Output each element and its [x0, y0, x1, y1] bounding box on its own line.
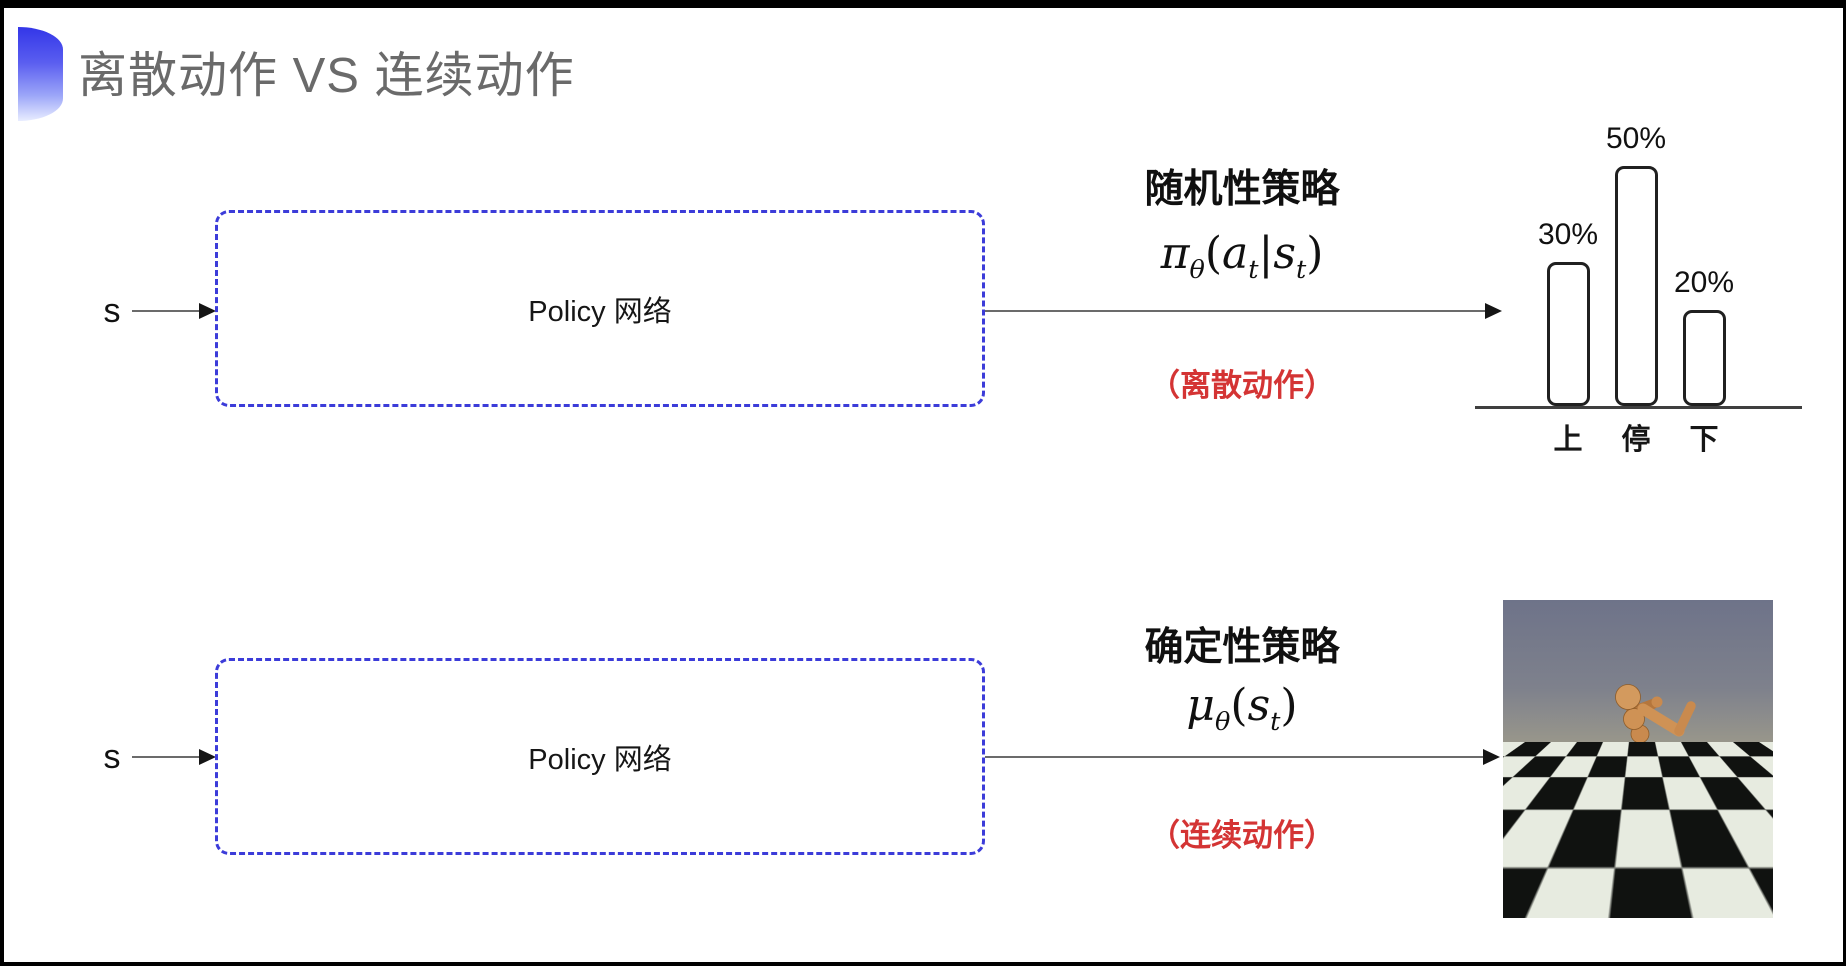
- formula-t-sub: t: [1295, 254, 1307, 285]
- input-arrow-top: [132, 302, 216, 320]
- arrow-line: [985, 310, 1486, 312]
- policy-network-box-bottom: Policy 网络: [215, 658, 985, 855]
- formula-lparen: (: [1230, 680, 1248, 731]
- action-type-note-top: （离散动作）: [1149, 368, 1335, 403]
- formula-pi: π: [1160, 228, 1190, 279]
- formula-theta-sub: θ: [1215, 706, 1231, 737]
- bar-chart-categories: 上停下: [1546, 416, 1726, 458]
- bar: [1682, 310, 1726, 406]
- formula-a: a: [1222, 228, 1249, 279]
- output-arrow-top: [985, 302, 1502, 320]
- formula-mu: μ: [1186, 680, 1216, 731]
- policy-type-label-bottom: 确定性策略: [1144, 626, 1340, 669]
- policy-box-label-bottom: Policy 网络: [528, 743, 672, 776]
- bar-category-label: 停: [1621, 424, 1651, 456]
- formula-rparen: ): [1280, 680, 1298, 731]
- bar-column: 30%: [1538, 218, 1598, 406]
- policy-box-label-top: Policy 网络: [528, 295, 672, 328]
- bar-value-label: 30%: [1537, 218, 1599, 251]
- state-input-label-bottom: s: [103, 738, 121, 776]
- bar-chart-axis: [1475, 406, 1802, 409]
- arrow-line: [132, 756, 200, 758]
- arrow-head-icon: [1483, 749, 1500, 765]
- title-accent-shape: [18, 27, 63, 121]
- humanoid-simulation-image: [1503, 600, 1773, 918]
- state-input-label-top: s: [103, 292, 121, 330]
- action-type-note-bottom: （连续动作）: [1149, 818, 1335, 853]
- deterministic-policy-formula: μθ(st): [1042, 680, 1442, 737]
- bar-chart-bars: 30% 50% 20%: [1538, 122, 1734, 406]
- bar-value-label: 20%: [1673, 266, 1735, 299]
- formula-s: s: [1247, 680, 1271, 731]
- policy-network-box-top: Policy 网络: [215, 210, 985, 407]
- page-title: 离散动作 VS 连续动作: [78, 49, 575, 103]
- humanoid-robot: [1563, 684, 1696, 915]
- bar-category-label: 上: [1553, 424, 1583, 456]
- bar-column: 20%: [1674, 266, 1734, 406]
- bar-category-label: 下: [1689, 424, 1719, 456]
- formula-theta-sub: θ: [1189, 254, 1205, 285]
- formula-s: s: [1273, 228, 1296, 279]
- arrow-head-icon: [199, 303, 216, 319]
- bar: [1614, 166, 1658, 406]
- bar-value-label: 50%: [1605, 122, 1667, 155]
- arrow-line: [985, 756, 1484, 758]
- output-arrow-bottom: [985, 748, 1500, 766]
- bar: [1546, 262, 1590, 406]
- policy-type-label-top: 随机性策略: [1144, 168, 1340, 211]
- formula-pipe: |: [1258, 228, 1274, 279]
- formula-rparen: ): [1306, 228, 1324, 279]
- arrow-head-icon: [1485, 303, 1502, 319]
- stochastic-policy-formula: πθ(at|st): [1042, 228, 1442, 285]
- formula-lparen: (: [1204, 228, 1223, 279]
- bar-column: 50%: [1606, 122, 1666, 406]
- formula-t-sub: t: [1248, 254, 1259, 285]
- formula-t-sub: t: [1270, 706, 1281, 737]
- input-arrow-bottom: [132, 748, 216, 766]
- arrow-head-icon: [199, 749, 216, 765]
- arrow-line: [132, 310, 200, 312]
